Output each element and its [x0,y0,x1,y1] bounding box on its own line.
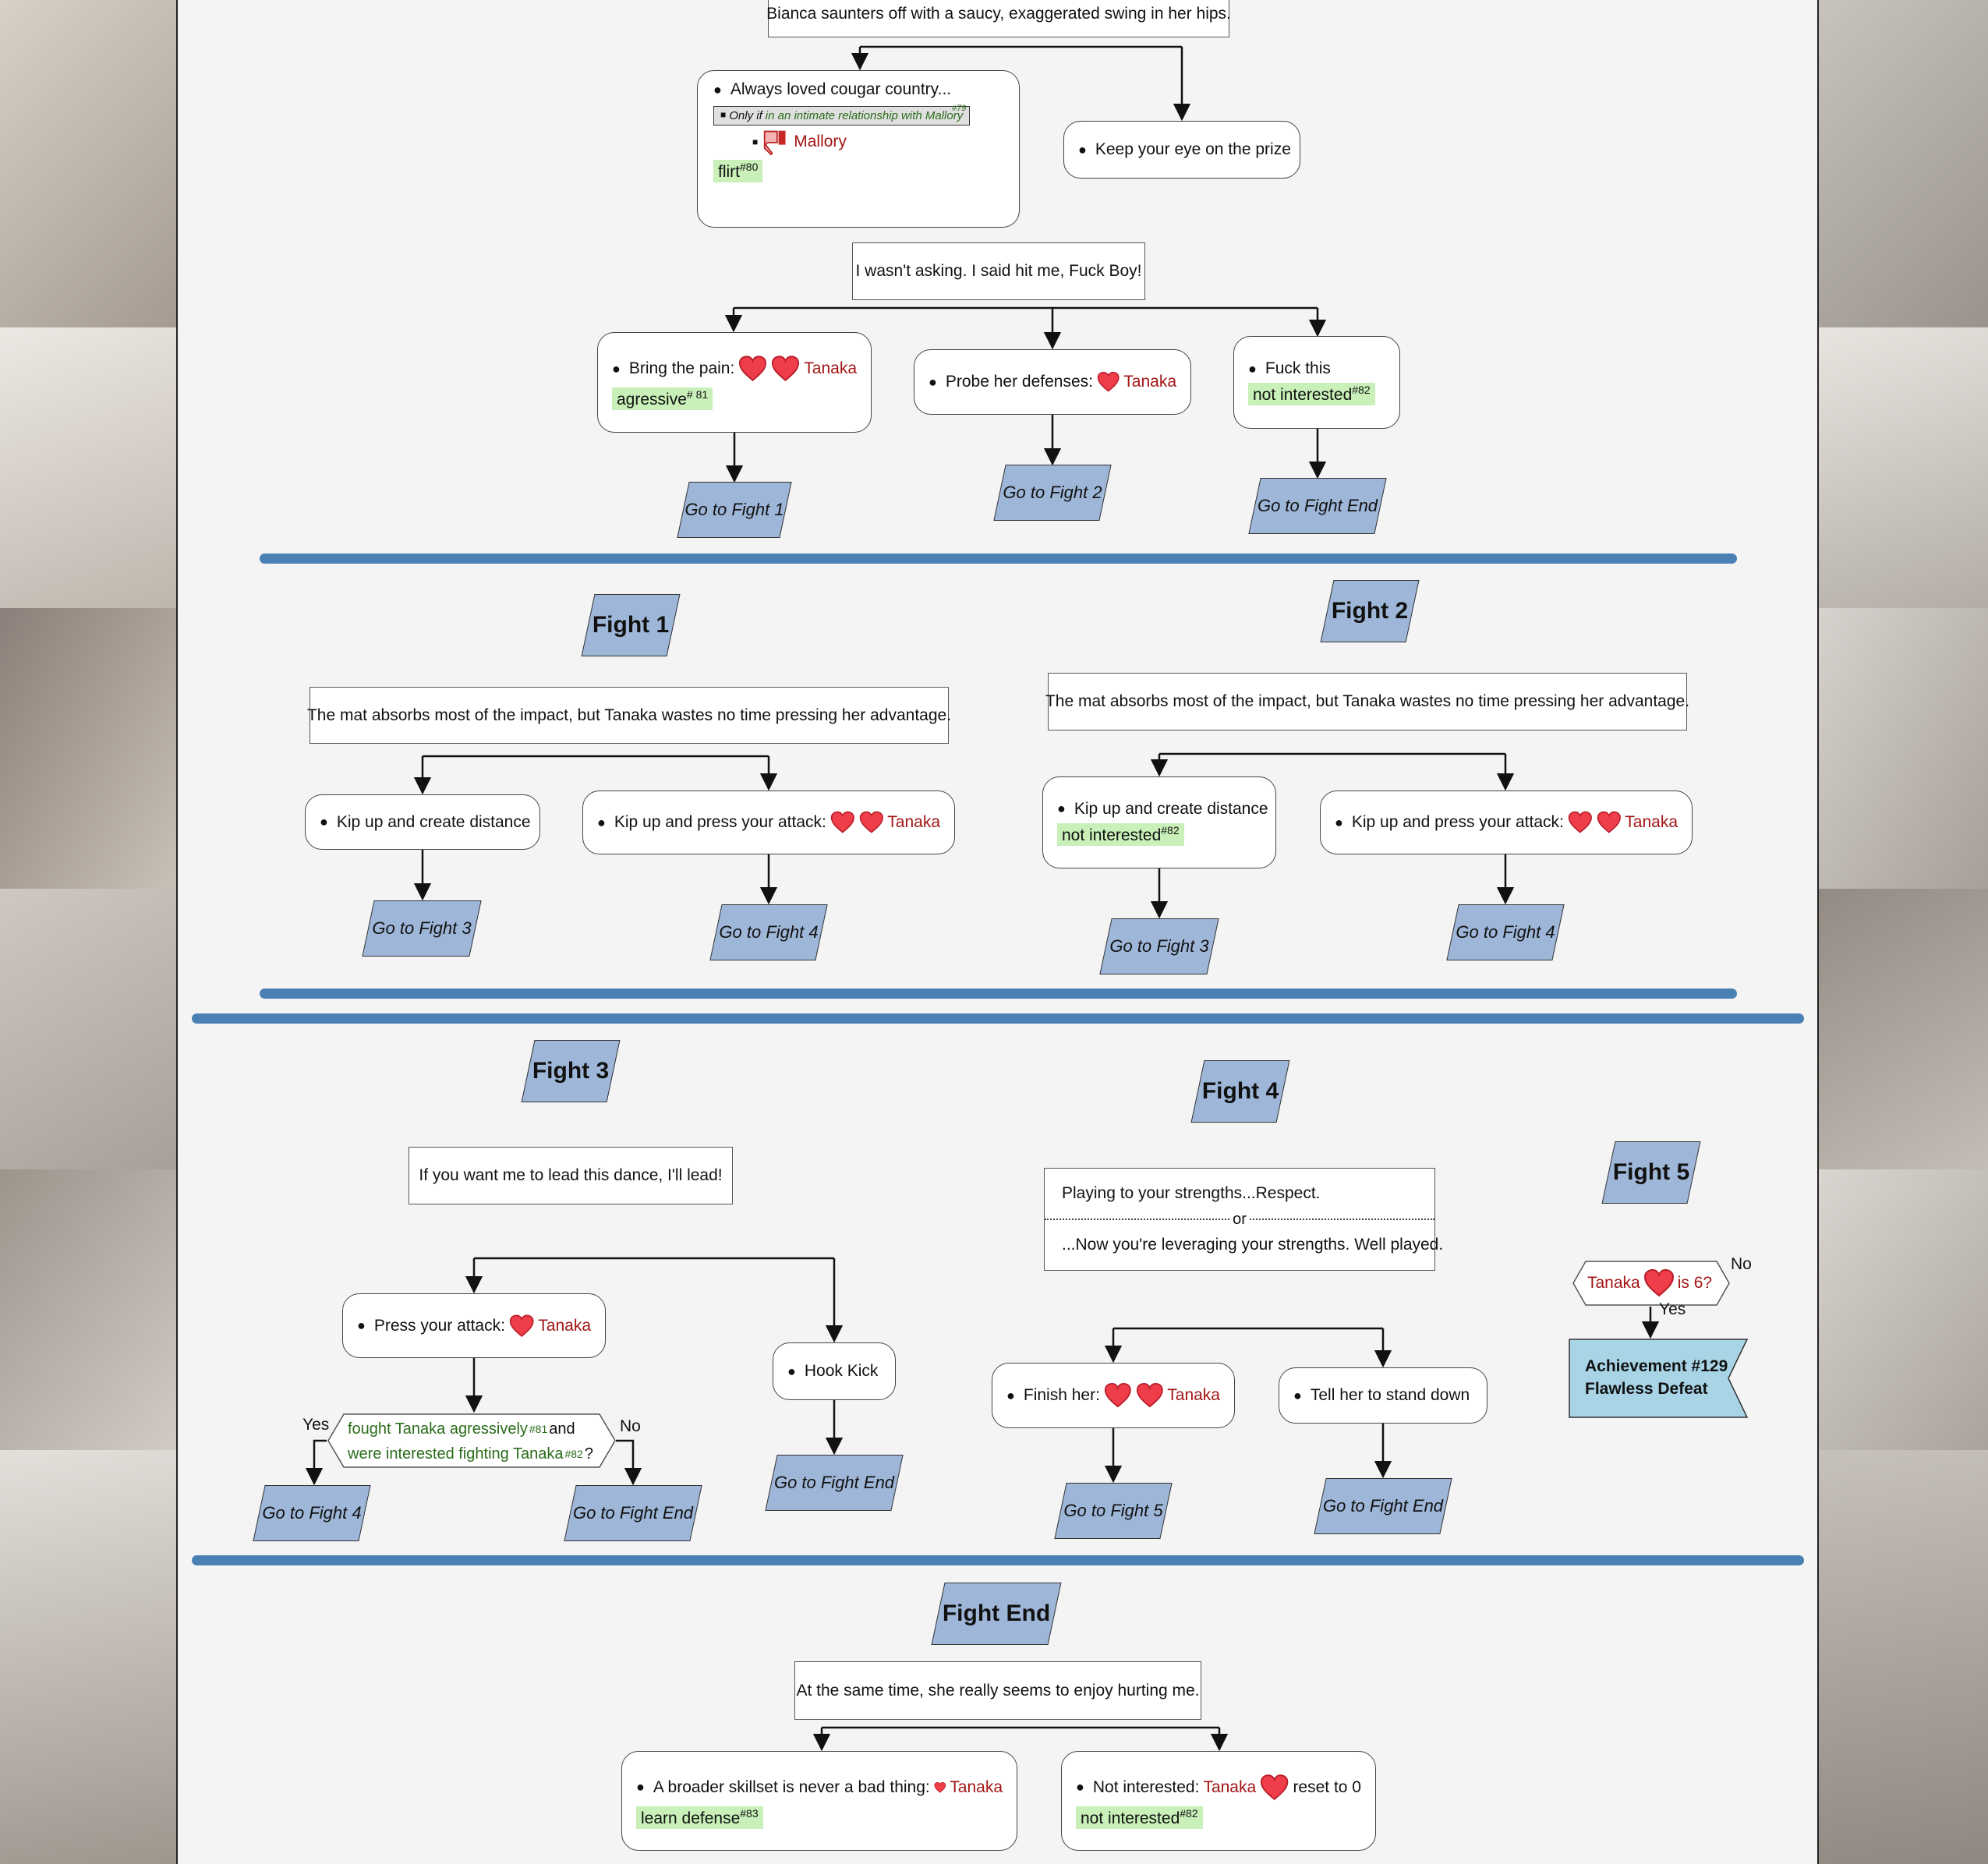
thumbs-down-icon [764,130,786,155]
character-name: Tanaka [1123,373,1176,391]
condition-hexagon [327,1413,616,1468]
goto-fight-3[interactable]: Go to Fight 3 [368,900,476,957]
choice-kip-up-press-attack[interactable]: ●Kip up and press your attack: Tanaka [1320,791,1693,854]
heart-icon [934,1781,946,1793]
goto-fight-3[interactable]: Go to Fight 3 [1105,918,1213,974]
right-background-strip [1819,0,1988,1864]
condition-gate: ■ Only if in an intimate relationship wi… [713,104,1003,129]
tag-badge: agressive# 81 [612,387,713,410]
choice-not-interested[interactable]: ●Not interested: Tanaka reset to 0 not i… [1061,1751,1376,1851]
section-divider [260,554,1737,564]
character-name: Tanaka [538,1316,591,1335]
choice-tell-her-stand-down[interactable]: ●Tell her to stand down [1279,1367,1487,1424]
achievement-text: Achievement #129 Flawless Defeat [1585,1357,1728,1399]
heart-icon [1097,371,1120,392]
goto-fight-end[interactable]: Go to Fight End [1320,1478,1446,1534]
fight-1-title: Fight 1 [588,594,674,656]
heart-icon [1568,811,1592,833]
intro-text: Bianca saunters off with a saucy, exagge… [766,5,1231,23]
heart-icon [1136,1382,1163,1408]
goto-fight-2[interactable]: Go to Fight 2 [999,465,1105,521]
section-divider [260,989,1737,999]
heart-icon [1261,1774,1289,1800]
choice-probe-defenses[interactable]: ●Probe her defenses: Tanaka [914,349,1191,415]
heart-icon [830,811,854,833]
character-name: Tanaka [1167,1386,1220,1404]
intro-dialogue-node: Bianca saunters off with a saucy, exagge… [766,0,1231,37]
condition-text: Tanaka is 6? [1587,1261,1720,1305]
heart-icon [1104,1382,1131,1408]
hit-me-dialogue-node: I wasn't asking. I said hit me, Fuck Boy… [852,242,1145,300]
goto-fight-4[interactable]: Go to Fight 4 [1452,904,1558,960]
character-name: Tanaka [1625,813,1678,831]
goto-fight-end[interactable]: Go to Fight End [1254,478,1381,534]
character-name: Tanaka [950,1777,1003,1796]
tag-badge: not interested#82 [1248,383,1375,405]
tag-badge: learn defense#83 [636,1806,763,1829]
heart-icon [772,355,800,381]
fight-4-dialogue-node: Playing to your strengths...Respect. or … [1044,1168,1443,1271]
character-name: Tanaka [804,359,857,377]
heart-icon [509,1314,534,1337]
branch-label-no: No [1731,1255,1752,1273]
tag-badge: not interested#82 [1076,1806,1203,1829]
branch-label-yes: Yes [1659,1300,1686,1318]
goto-fight-4[interactable]: Go to Fight 4 [716,904,822,960]
fight-1-dialogue-node: The mat absorbs most of the impact, but … [307,687,951,744]
fight-3-title: Fight 3 [528,1040,614,1102]
heart-icon [859,811,883,833]
fight-2-dialogue-node: The mat absorbs most of the impact, but … [1045,673,1689,730]
character-name: Tanaka [1587,1274,1640,1292]
choice-press-your-attack[interactable]: ●Press your attack: Tanaka [342,1293,606,1358]
choice-kip-up-create-distance[interactable]: ●Kip up and create distance not interest… [1042,776,1276,868]
fight-end-dialogue-node: At the same time, she really seems to en… [794,1661,1201,1720]
choice-broader-skillset[interactable]: ●A broader skillset is never a bad thing… [621,1751,1017,1851]
goto-fight-1[interactable]: Go to Fight 1 [683,482,786,538]
achievement-banner [1569,1339,1749,1418]
tag-badge: not interested#82 [1057,822,1184,846]
tag-badge: flirt#80 [713,160,763,182]
character-name: Tanaka [887,813,940,831]
choice-text: Always loved cougar country... [730,80,952,98]
character-name: Tanaka [1203,1777,1257,1796]
heart-icon [739,355,767,381]
choice-cougar-country[interactable]: ●Always loved cougar country... ■ Only i… [697,70,1020,228]
goto-fight-4[interactable]: Go to Fight 4 [259,1485,365,1541]
branch-label-no: No [620,1417,641,1435]
choice-finish-her[interactable]: ●Finish her: Tanaka [992,1363,1235,1428]
choice-keep-eye-on-prize[interactable]: ●Keep your eye on the prize [1063,121,1300,179]
section-divider [192,1013,1804,1024]
goto-fight-5[interactable]: Go to Fight 5 [1060,1483,1166,1539]
fight-5-title: Fight 5 [1608,1141,1694,1204]
heart-icon [1597,811,1621,833]
fight-2-title: Fight 2 [1327,580,1413,642]
section-divider [192,1555,1804,1565]
goto-fight-end[interactable]: Go to Fight End [570,1485,696,1541]
choice-hook-kick[interactable]: ●Hook Kick [773,1342,896,1400]
fight-end-title: Fight End [938,1583,1055,1645]
character-name: Mallory [794,133,847,150]
fight-3-dialogue-node: If you want me to lead this dance, I'll … [409,1147,733,1204]
choice-kip-up-create-distance[interactable]: ●Kip up and create distance [305,794,540,850]
choice-bring-the-pain[interactable]: ●Bring the pain: Tanaka agressive# 81 [597,332,872,433]
choice-fuck-this[interactable]: ●Fuck this not interested#82 [1233,336,1400,429]
goto-fight-end[interactable]: Go to Fight End [771,1455,897,1511]
fight-4-title: Fight 4 [1197,1060,1283,1123]
left-background-strip [0,0,176,1864]
branch-label-yes: Yes [302,1416,330,1434]
heart-icon [1643,1269,1674,1297]
choice-kip-up-press-attack[interactable]: ●Kip up and press your attack: Tanaka [582,791,955,854]
